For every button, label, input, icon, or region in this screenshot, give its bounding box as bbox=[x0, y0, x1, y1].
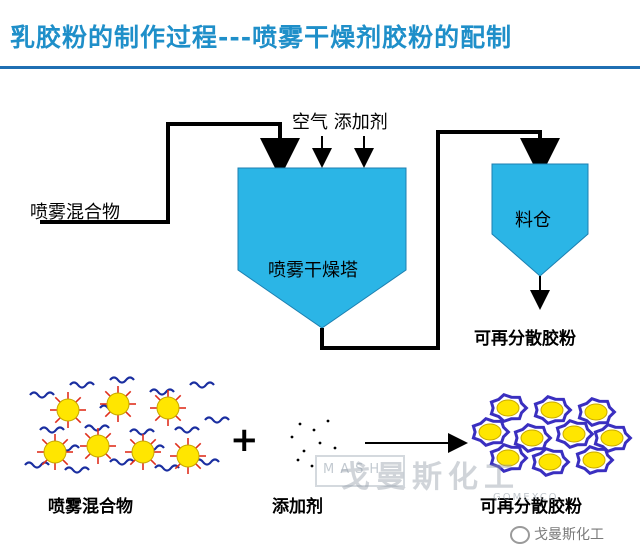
mixture-particles bbox=[24, 376, 230, 474]
watermark-logo: MASH bbox=[315, 455, 405, 487]
page-title: 乳胶粉的制作过程---喷雾干燥剂胶粉的配制 bbox=[10, 23, 513, 52]
particle-spike bbox=[105, 432, 112, 439]
transfer-line bbox=[320, 130, 560, 350]
footer-brand: 戈曼斯化工 bbox=[510, 524, 604, 544]
particle-spike bbox=[104, 390, 111, 397]
particle-spike bbox=[150, 438, 157, 445]
squiggle bbox=[24, 461, 50, 469]
output-label: 可再分散胶粉 bbox=[474, 329, 576, 349]
squiggle bbox=[174, 426, 200, 434]
powder-core bbox=[582, 451, 606, 469]
latex-particle bbox=[86, 434, 110, 458]
squiggle bbox=[109, 376, 135, 384]
title-divider bbox=[0, 66, 640, 69]
latex-particle bbox=[176, 444, 200, 468]
latex-particle bbox=[156, 396, 180, 420]
particle-spike bbox=[75, 396, 82, 403]
watermark-text: 戈曼斯化工 bbox=[340, 460, 520, 495]
particle-spike bbox=[195, 463, 202, 470]
squiggle bbox=[29, 391, 55, 399]
squiggle bbox=[194, 458, 220, 466]
squiggle bbox=[129, 428, 155, 436]
wechat-icon bbox=[510, 526, 530, 544]
latex-particle bbox=[43, 440, 67, 464]
powder-core bbox=[540, 401, 564, 419]
particle-spike bbox=[174, 463, 181, 470]
particle-spike bbox=[154, 415, 161, 422]
particle-spike bbox=[175, 415, 182, 422]
additive-dots bbox=[290, 419, 337, 468]
latex-particle bbox=[56, 398, 80, 422]
latex-particle bbox=[131, 440, 155, 464]
powder-core bbox=[538, 453, 562, 471]
squiggle bbox=[204, 416, 230, 424]
particle-spike bbox=[154, 394, 161, 401]
silo-label: 料仓 bbox=[515, 210, 551, 231]
powder-core bbox=[478, 423, 502, 441]
squiggle bbox=[84, 424, 110, 432]
particle-spike bbox=[84, 453, 91, 460]
powder-particles bbox=[471, 392, 633, 478]
particle-spike bbox=[150, 459, 157, 466]
squiggle bbox=[154, 464, 180, 472]
particle-spike bbox=[41, 438, 48, 445]
particle-spike bbox=[41, 459, 48, 466]
powder-core bbox=[496, 449, 520, 467]
footer-brand-text: 戈曼斯化工 bbox=[534, 527, 604, 543]
squiggle bbox=[189, 381, 215, 389]
plus-sign: + bbox=[230, 420, 259, 460]
particle-spike bbox=[54, 417, 61, 424]
tower-label: 喷雾干燥塔 bbox=[268, 260, 358, 281]
feed-line bbox=[40, 122, 300, 224]
particle-spike bbox=[174, 442, 181, 449]
particle-spike bbox=[54, 396, 61, 403]
particle-spike bbox=[62, 459, 69, 466]
particle-spike bbox=[175, 394, 182, 401]
powder-core bbox=[584, 403, 608, 421]
latex-particle bbox=[106, 392, 130, 416]
inputs-label: 空气 添加剂 bbox=[292, 112, 388, 133]
silo bbox=[491, 163, 589, 277]
powder-core bbox=[520, 429, 544, 447]
mixture-label-bottom: 喷雾混合物 bbox=[48, 497, 133, 517]
product-label: 可再分散胶粉 bbox=[480, 497, 582, 517]
particle-spike bbox=[125, 390, 132, 397]
particle-spike bbox=[195, 442, 202, 449]
squiggle bbox=[149, 388, 175, 396]
squiggle bbox=[109, 458, 135, 466]
particle-spike bbox=[62, 438, 69, 445]
squiggle bbox=[69, 381, 95, 389]
mixture-label-top: 喷雾混合物 bbox=[30, 202, 120, 223]
particle-spike bbox=[104, 411, 111, 418]
squiggle bbox=[64, 466, 90, 474]
squiggle bbox=[39, 426, 65, 434]
particle-spike bbox=[125, 411, 132, 418]
particle-spike bbox=[129, 438, 136, 445]
powder-core bbox=[600, 429, 624, 447]
particle-spike bbox=[84, 432, 91, 439]
powder-core bbox=[562, 425, 586, 443]
particle-spike bbox=[129, 459, 136, 466]
powder-core bbox=[496, 399, 520, 417]
spray-dryer-tower bbox=[237, 167, 407, 329]
particle-spike bbox=[105, 453, 112, 460]
particle-spike bbox=[75, 417, 82, 424]
additive-label: 添加剂 bbox=[272, 497, 323, 517]
watermark-subtext: GOMEXCO bbox=[493, 492, 559, 503]
